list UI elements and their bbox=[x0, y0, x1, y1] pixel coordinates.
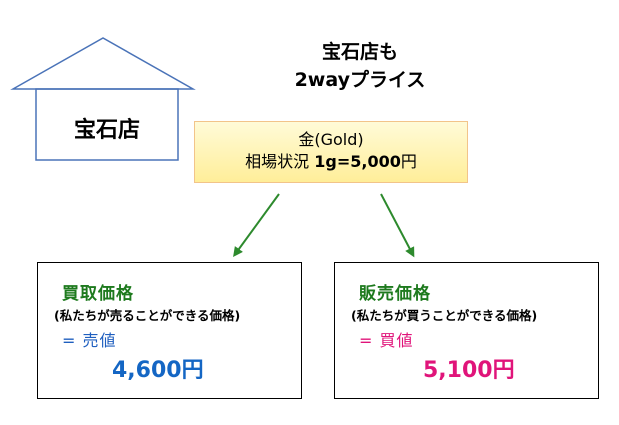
store-label: 宝石店 bbox=[73, 118, 140, 143]
buy-equivalent: = 売値 bbox=[62, 327, 117, 351]
gold-rate-prefix: 相場状況 bbox=[245, 152, 315, 171]
house-roof bbox=[10, 37, 196, 90]
arrow-to-sell-price bbox=[380, 193, 415, 258]
sell-equivalent: = 買値 bbox=[359, 327, 414, 351]
gold-rate-box: 金(Gold) 相場状況 1g=5,000円 bbox=[194, 121, 468, 183]
page-title: 宝石店も 2wayプライス bbox=[270, 38, 450, 94]
buy-eq-label: 売値 bbox=[82, 331, 117, 350]
buy-eq-sign: = bbox=[62, 331, 77, 350]
gold-name: 金(Gold) bbox=[195, 129, 467, 151]
sell-heading: 販売価格 bbox=[359, 284, 431, 304]
buy-subtitle: (私たちが売ることができる価格) bbox=[54, 308, 241, 323]
sell-price: 5,100円 bbox=[423, 358, 515, 383]
title-line-2: 2wayプライス bbox=[294, 69, 426, 91]
sell-eq-label: 買値 bbox=[379, 331, 414, 350]
gold-name-text: 金(Gold) bbox=[298, 130, 364, 149]
house-body bbox=[35, 88, 179, 161]
arrow-to-buy-price bbox=[233, 193, 280, 258]
buy-price: 4,600円 bbox=[112, 358, 204, 383]
buy-heading: 買取価格 bbox=[62, 284, 134, 304]
gold-rate-unit: 円 bbox=[400, 152, 417, 171]
gold-rate-value: 1g=5,000 bbox=[314, 152, 401, 171]
sell-subtitle: (私たちが買うことができる価格) bbox=[351, 308, 538, 323]
buy-price-box: 買取価格 (私たちが売ることができる価格) = 売値 4,600円 bbox=[37, 262, 302, 399]
gold-rate: 相場状況 1g=5,000円 bbox=[195, 151, 467, 173]
sell-eq-sign: = bbox=[359, 331, 374, 350]
sell-price-box: 販売価格 (私たちが買うことができる価格) = 買値 5,100円 bbox=[334, 262, 599, 399]
title-line-1: 宝石店も bbox=[321, 41, 398, 63]
